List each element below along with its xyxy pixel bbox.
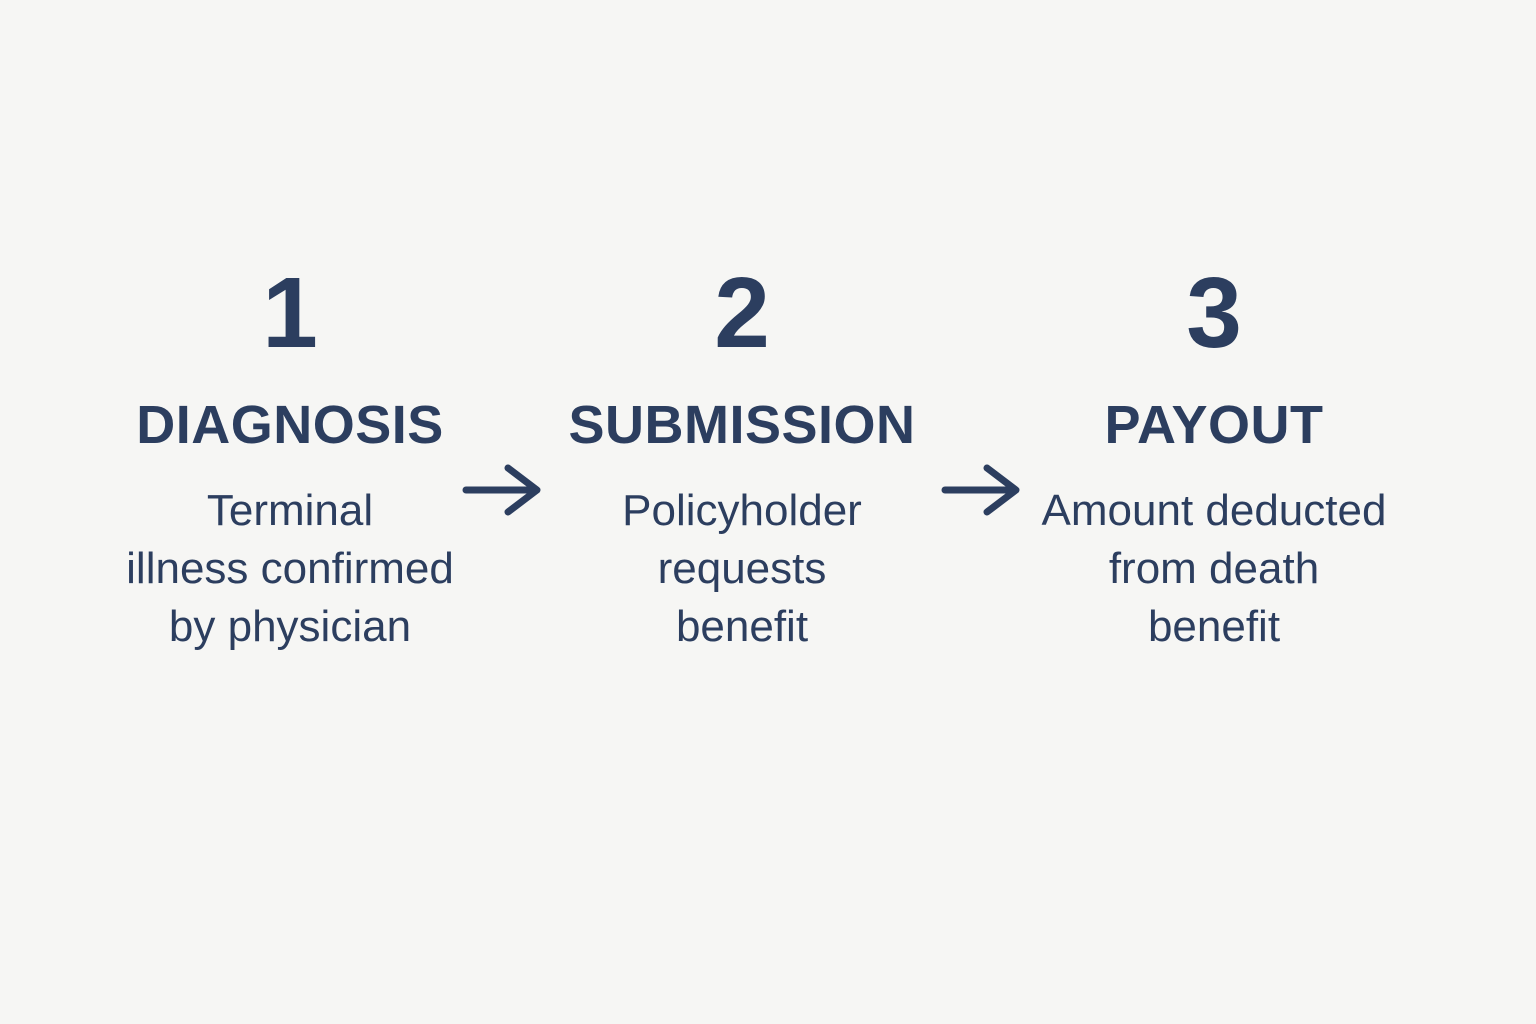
step-number: 3 — [1186, 257, 1242, 369]
step-description-line: Amount deducted — [1041, 486, 1387, 535]
step-description-line: from death — [1108, 544, 1320, 593]
step-description-line: benefit — [675, 602, 809, 651]
arrow-right-icon — [459, 460, 545, 520]
arrow-right-icon — [938, 460, 1024, 520]
step-description: Terminal illness confirmed by physician — [80, 482, 500, 656]
step-description: Amount deducted from death benefit — [1004, 482, 1424, 656]
step-number: 1 — [262, 257, 318, 369]
step-description-line: Policyholder — [622, 486, 862, 535]
step-title: DIAGNOSIS — [136, 395, 444, 455]
step-description-line: illness confirmed — [126, 544, 454, 593]
step-number: 2 — [714, 257, 770, 369]
step-title: SUBMISSION — [568, 395, 916, 455]
step-description-line: by physician — [168, 602, 412, 651]
step-submission: 2 SUBMISSION Policyholder requests benef… — [532, 263, 952, 656]
step-description: Policyholder requests benefit — [532, 482, 952, 656]
step-description-line: Terminal — [206, 486, 374, 535]
step-description-line: requests — [657, 544, 827, 593]
step-description-line: benefit — [1147, 602, 1281, 651]
step-payout: 3 PAYOUT Amount deducted from death bene… — [1004, 263, 1424, 656]
step-title: PAYOUT — [1104, 395, 1324, 455]
step-diagnosis: 1 DIAGNOSIS Terminal illness confirmed b… — [80, 263, 500, 656]
